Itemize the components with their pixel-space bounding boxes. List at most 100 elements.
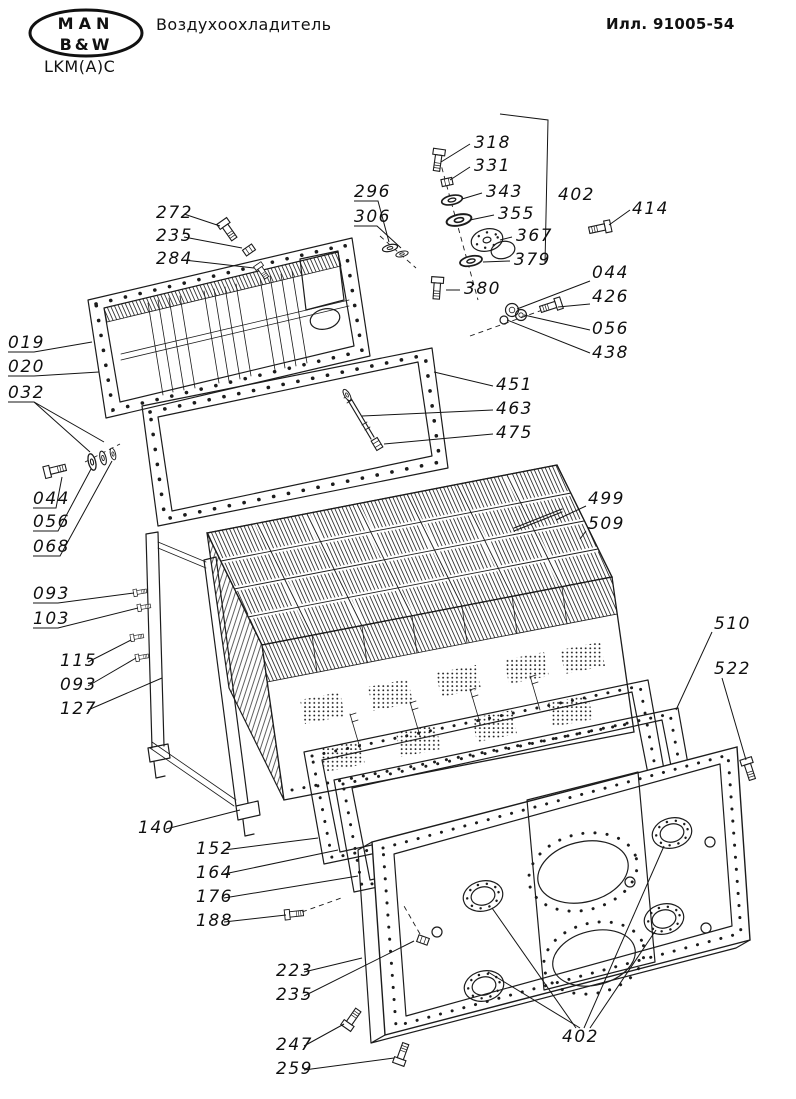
part-label-510-34: 510 [714, 614, 751, 634]
bolt-icon-259 [392, 1041, 412, 1067]
leader-line-056-25-0 [33, 468, 92, 532]
assembly-axis [379, 235, 417, 269]
leader-line-306-4-0 [354, 225, 402, 249]
washer-icon-438 [499, 315, 509, 325]
bolt-icon-093 [134, 651, 150, 663]
logo-oval [28, 8, 144, 58]
part-label-451-21: 451 [496, 375, 533, 395]
part-label-235-42: 235 [276, 985, 313, 1005]
page-title: Воздухоохладитель [156, 15, 332, 34]
leader-line-318-5-0 [440, 143, 471, 163]
logo-text-bw: B&W [60, 35, 113, 54]
baffle-group [203, 283, 252, 384]
leader-line-343-7-0 [461, 192, 483, 200]
bolt-icon-272 [216, 216, 240, 244]
leader-line-499-32-0 [555, 505, 587, 521]
center-panel [526, 771, 656, 991]
leader-line-284-2-0 [183, 259, 255, 269]
leader-line-426-15-0 [557, 303, 591, 308]
part-label-318-5: 318 [474, 133, 511, 153]
part-label-103-28: 103 [33, 609, 70, 629]
leader-line-127-31-0 [87, 677, 163, 711]
man-bw-logo: MAN B&W [28, 8, 144, 58]
bolt-icon-522 [739, 756, 759, 782]
pipe-opening [309, 308, 341, 330]
baffle-group [147, 295, 196, 396]
tube-sheet-hatch [103, 251, 342, 323]
part-label-379-10: 379 [514, 250, 551, 270]
part-label-235-1: 235 [156, 226, 193, 246]
bolt-icon-115 [129, 631, 145, 643]
support-frame [145, 531, 261, 837]
leader-line-522-35-0 [721, 677, 747, 761]
nut-icon-475 [370, 436, 384, 452]
oval-bolt-circle [527, 831, 639, 913]
leader-line-019-18-0 [8, 341, 93, 353]
part-label-343-7: 343 [486, 182, 523, 202]
washer-icon-056 [85, 452, 99, 472]
part-label-127-31: 127 [60, 699, 97, 719]
leader-line-247-43-0 [303, 1023, 345, 1047]
part-label-044-14: 044 [592, 263, 629, 283]
leader-line-235-42-0 [303, 940, 415, 997]
part-label-164-38: 164 [196, 863, 233, 883]
part-label-032-20: 032 [8, 383, 45, 403]
leader-line-296-3-0 [354, 200, 390, 243]
washer-icon-355 [444, 211, 474, 229]
oval-bolt-circle [542, 920, 646, 996]
part-label-426-15: 426 [592, 287, 629, 307]
part-label-223-41: 223 [276, 961, 313, 981]
frame-foot [235, 800, 261, 837]
leader-line-438-17-0 [506, 319, 591, 354]
leader-line-331-6-0 [449, 166, 471, 181]
part-label-414-13: 414 [632, 199, 669, 219]
washer-icon [108, 447, 118, 461]
leader-line-451-21-0 [433, 371, 494, 387]
leader-line-367-9-0 [499, 236, 513, 241]
illustration-number: Илл. 91005-54 [606, 15, 735, 33]
leader-line-402-12-0 [499, 113, 549, 265]
part-label-438-17: 438 [592, 343, 629, 363]
disc [490, 240, 516, 260]
leader-line-402-45-0 [583, 845, 665, 1029]
leader-line-272-0-0 [183, 213, 221, 227]
leader-line-164-38-0 [223, 849, 339, 875]
leader-line-068-26-0 [33, 460, 113, 557]
assembly-axis [301, 896, 345, 913]
bolt-icon-247 [340, 1005, 364, 1033]
tie-bar-grid [220, 474, 599, 636]
leader-line-115-29-0 [87, 639, 132, 663]
leader-line-044-24-0 [33, 476, 63, 509]
pipe-flange-cover [651, 817, 693, 849]
frame-foot [147, 743, 171, 779]
nut-icon-235 [241, 243, 257, 257]
leader-line-463-22-0 [361, 409, 494, 417]
washer-icon-296 [381, 242, 399, 254]
part-label-402-12: 402 [558, 185, 595, 205]
part-label-093-27: 093 [33, 584, 70, 604]
part-label-331-6: 331 [474, 156, 511, 176]
assembly-axis [436, 149, 479, 301]
logo-text-man: MAN [58, 14, 115, 33]
washer-icon-056 [514, 308, 528, 322]
leader-line-056-16-0 [523, 314, 591, 331]
leader-line-475-23-0 [383, 433, 494, 445]
leader-line-235-1-0 [183, 236, 243, 249]
washer-icon-343 [439, 192, 465, 208]
bolt-icon-093 [132, 586, 148, 598]
pipe-flange-cover [643, 903, 685, 935]
part-label-380-11: 380 [464, 279, 501, 299]
end-cover [357, 746, 751, 1044]
part-label-056-25: 056 [33, 512, 70, 532]
cover-plate [371, 746, 751, 1036]
leader-line-176-39-0 [223, 875, 359, 899]
rear-water-box [87, 237, 371, 419]
part-label-475-23: 475 [496, 423, 533, 443]
cover-opening-oval [552, 929, 636, 987]
part-label-247-43: 247 [276, 1035, 313, 1055]
part-label-367-9: 367 [516, 226, 553, 246]
part-label-259-44: 259 [276, 1059, 313, 1079]
part-label-020-19: 020 [8, 357, 45, 377]
